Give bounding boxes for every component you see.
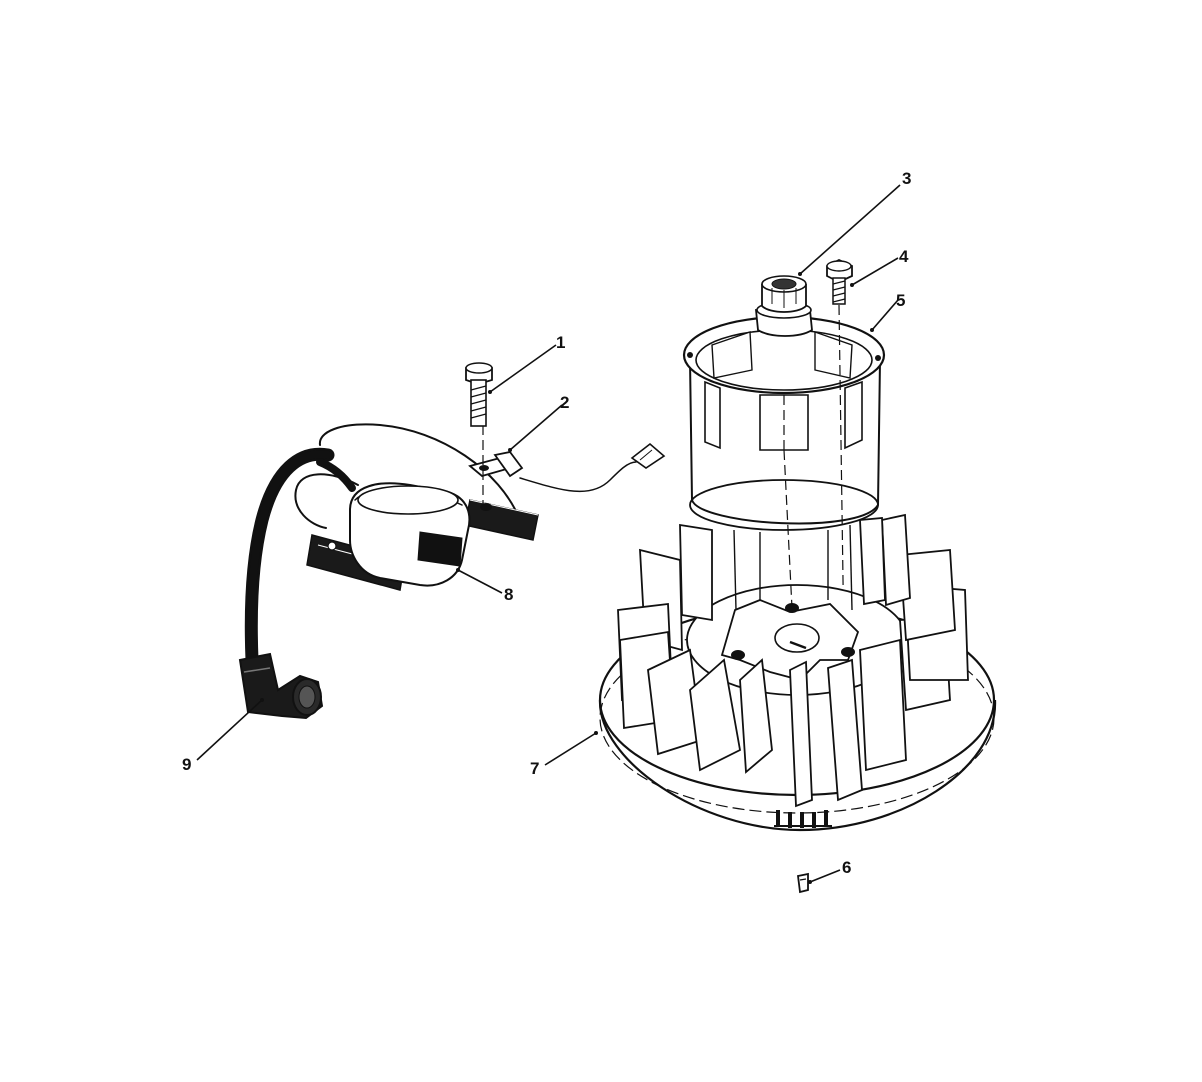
callout-7: 7 bbox=[530, 759, 539, 778]
callout-6: 6 bbox=[842, 858, 851, 877]
callout-5: 5 bbox=[896, 291, 905, 310]
leader-4 bbox=[851, 257, 899, 286]
spark-plug-wire-and-boot bbox=[238, 447, 335, 720]
leader-7 bbox=[544, 732, 597, 766]
flywheel bbox=[598, 449, 997, 832]
leader-9 bbox=[196, 699, 263, 761]
mounting-screw bbox=[465, 362, 493, 427]
leader-6 bbox=[809, 869, 841, 883]
ignition-coil-armature bbox=[294, 423, 539, 591]
flywheel-key bbox=[797, 872, 809, 894]
leader-2 bbox=[509, 404, 563, 451]
leader-5 bbox=[871, 299, 899, 331]
leader-lines bbox=[196, 184, 901, 884]
starter-cup-screen bbox=[682, 315, 886, 531]
callout-8: 8 bbox=[504, 585, 513, 604]
callout-labels: 1 2 3 4 5 6 7 8 9 bbox=[182, 169, 911, 877]
leader-1 bbox=[489, 344, 557, 393]
flywheel-nut bbox=[755, 275, 813, 337]
leader-8 bbox=[457, 569, 503, 594]
leader-3 bbox=[799, 184, 901, 275]
callout-9: 9 bbox=[182, 755, 191, 774]
callout-4: 4 bbox=[899, 247, 909, 266]
ground-terminal-clip bbox=[468, 425, 666, 511]
callout-1: 1 bbox=[556, 333, 565, 352]
callout-3: 3 bbox=[902, 169, 911, 188]
callout-2: 2 bbox=[560, 393, 569, 412]
